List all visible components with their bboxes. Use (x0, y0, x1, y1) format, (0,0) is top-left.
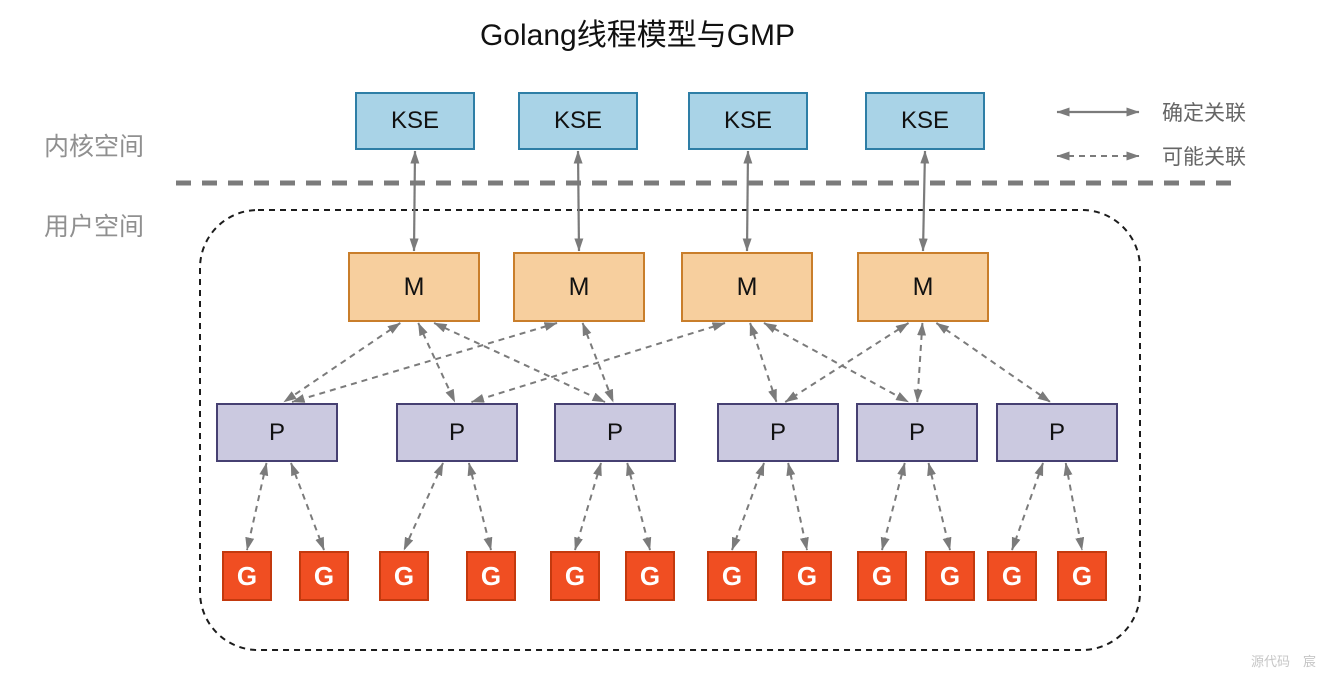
p-box-1: P (216, 403, 338, 462)
m-box-3: M (681, 252, 813, 322)
edge-p6-g11 (1011, 462, 1044, 551)
p-box-2: P (396, 403, 518, 462)
edge-p5-g10 (927, 462, 952, 551)
g-box-3: G (379, 551, 429, 601)
g-box-7: G (707, 551, 757, 601)
watermark: 源代码 宸 (1250, 654, 1316, 669)
g-box-10: G (925, 551, 975, 601)
kse-box-1: KSE (355, 92, 475, 150)
g-box-9: G (857, 551, 907, 601)
g-box-11: G (987, 551, 1037, 601)
edge-m4-p6 (935, 322, 1051, 403)
edge-kse4-m4 (918, 150, 930, 252)
edge-p3-g5 (574, 462, 602, 551)
user-space-border (199, 209, 1141, 651)
edge-p4-g7 (731, 462, 765, 551)
edge-p4-g8 (786, 462, 809, 551)
g-box-2: G (299, 551, 349, 601)
p-box-4: P (717, 403, 839, 462)
legend-label-definite: 确定关联 (1162, 102, 1246, 125)
g-box-5: G (550, 551, 600, 601)
dashed-double-arrow-icon (1056, 151, 1140, 161)
edge-m4-p4 (784, 322, 910, 403)
legend: 确定关联 可能关联 (1052, 94, 1246, 182)
edge-kse2-m2 (573, 150, 584, 252)
kse-box-4: KSE (865, 92, 985, 150)
g-box-6: G (625, 551, 675, 601)
g-box-12: G (1057, 551, 1107, 601)
kernel-space-label: 内核空间 (44, 133, 145, 161)
edge-m1-p1 (283, 322, 401, 403)
edge-m3-p2 (471, 322, 726, 403)
edge-kse3-m3 (742, 150, 753, 252)
edge-m3-p4 (749, 322, 778, 403)
edge-m1-p3 (433, 322, 606, 403)
edge-m3-p5 (763, 322, 909, 403)
edge-p5-g9 (880, 462, 906, 551)
m-box-4: M (857, 252, 989, 322)
edge-m1-p2 (417, 322, 456, 403)
edge-p6-g12 (1063, 462, 1085, 551)
kse-box-2: KSE (518, 92, 638, 150)
p-box-6: P (996, 403, 1118, 462)
edge-p2-g4 (467, 462, 493, 551)
diagram-title: Golang线程模型与GMP (479, 19, 796, 52)
m-box-2: M (513, 252, 645, 322)
kse-box-3: KSE (688, 92, 808, 150)
p-box-3: P (554, 403, 676, 462)
edge-kse1-m1 (409, 150, 420, 252)
legend-label-possible: 可能关联 (1162, 146, 1246, 169)
g-box-4: G (466, 551, 516, 601)
edge-p1-g2 (290, 462, 325, 551)
legend-item-definite: 确定关联 (1052, 94, 1246, 130)
edge-p3-g6 (626, 462, 652, 551)
g-box-1: G (222, 551, 272, 601)
g-box-8: G (782, 551, 832, 601)
edge-p1-g1 (245, 462, 269, 551)
edge-m4-p5 (913, 322, 927, 403)
legend-item-possible: 可能关联 (1052, 138, 1246, 174)
p-box-5: P (856, 403, 978, 462)
solid-double-arrow-icon (1056, 107, 1140, 117)
edge-p2-g3 (403, 462, 444, 551)
user-space-label: 用户空间 (44, 213, 145, 241)
m-box-1: M (348, 252, 480, 322)
